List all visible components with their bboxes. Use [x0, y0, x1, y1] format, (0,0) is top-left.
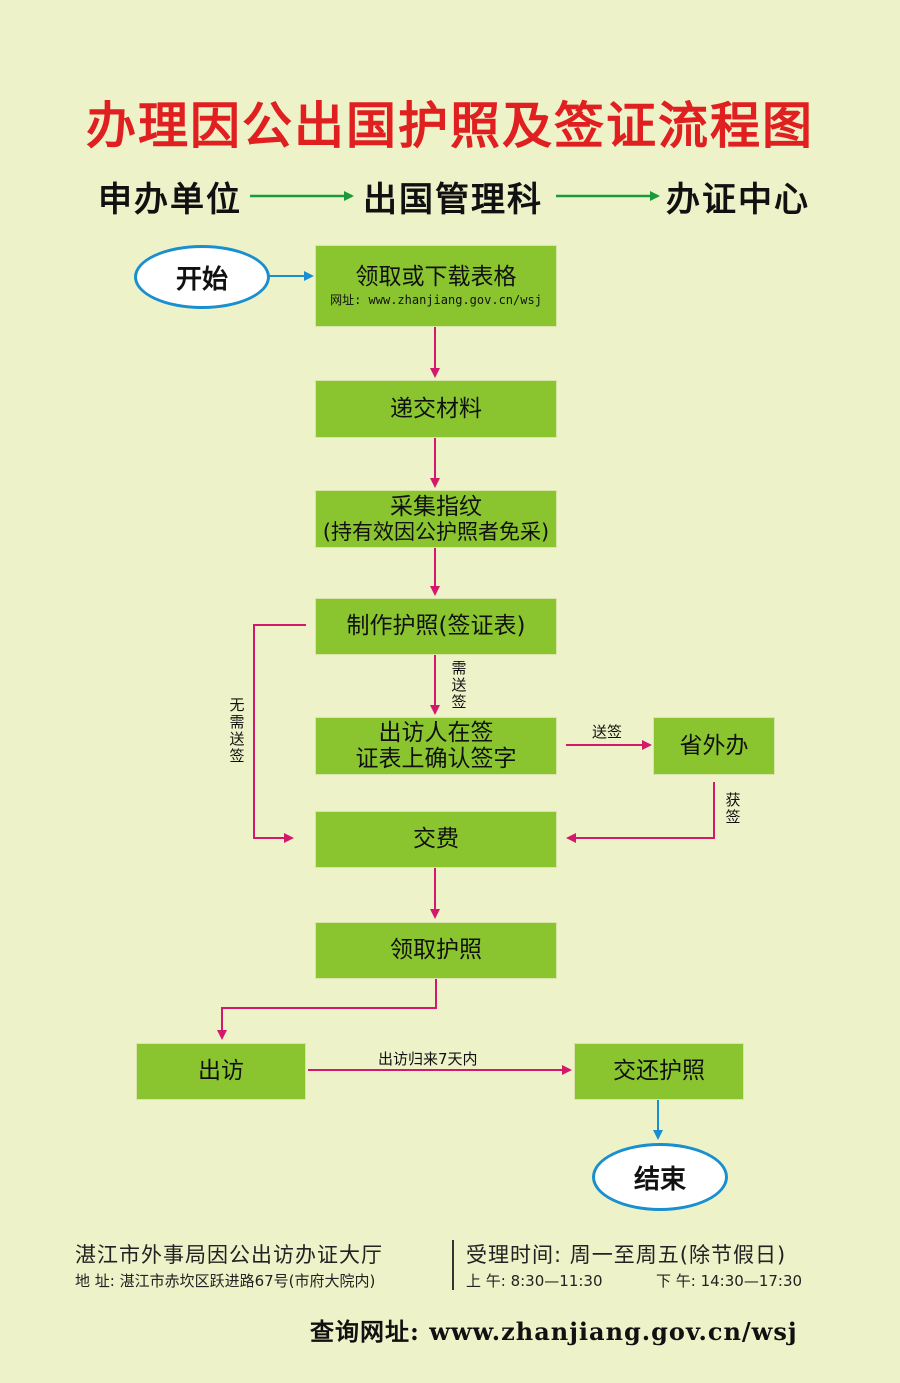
confirm-sign-line1: 出访人在签	[378, 719, 494, 746]
download-url: 网址: www.zhanjiang.gov.cn/wsj	[330, 293, 542, 308]
collect-passport-box: 领取护照	[315, 922, 557, 979]
flow-label-center: 办证中心	[666, 180, 810, 220]
make-passport-box: 制作护照(签证表)	[315, 598, 557, 655]
needs-visa-label: 需送签	[451, 659, 467, 711]
flow-label-office: 出国管理科	[363, 180, 543, 220]
no-visa-label: 无需送签	[229, 696, 245, 765]
end-node: 结束	[592, 1143, 728, 1211]
fingerprint-note: (持有效因公护照者免采)	[322, 520, 550, 545]
footer-morning: 上 午: 8:30—11:30	[466, 1272, 603, 1290]
arrow-collect-to-visit	[217, 979, 437, 1040]
fingerprint-box: 采集指纹 (持有效因公护照者免采)	[315, 490, 557, 548]
arrow-provincial-to-pay	[566, 782, 715, 843]
pay-fee-box: 交费	[315, 811, 557, 868]
return-passport-label: 交还护照	[613, 1058, 705, 1085]
visa-obtained-label: 获签	[725, 791, 741, 826]
visit-box: 出访	[136, 1043, 306, 1100]
query-url: 查询网址: www.zhanjiang.gov.cn/wsj	[310, 1317, 798, 1346]
provincial-office-label: 省外办	[679, 732, 749, 759]
download-form-box: 领取或下载表格 网址: www.zhanjiang.gov.cn/wsj	[315, 245, 557, 327]
pay-fee-label: 交费	[413, 826, 459, 853]
footer-address: 地 址: 湛江市赤坎区跃进路67号(市府大院内)	[75, 1272, 376, 1290]
fingerprint-label: 采集指纹	[390, 493, 482, 520]
visit-label: 出访	[198, 1058, 244, 1085]
arrow-no-visa-to-pay	[253, 624, 306, 843]
start-node: 开始	[134, 245, 270, 309]
make-passport-label: 制作护照(签证表)	[346, 613, 526, 640]
submit-materials-label: 递交材料	[390, 395, 482, 422]
download-form-label: 领取或下载表格	[355, 263, 517, 290]
collect-passport-label: 领取护照	[390, 937, 482, 964]
footer-hours-title: 受理时间: 周一至周五(除节假日)	[466, 1243, 787, 1267]
return-within-label: 出访归来7天内	[378, 1050, 478, 1068]
footer-hall: 湛江市外事局因公出访办证大厅	[75, 1243, 383, 1267]
return-passport-box: 交还护照	[574, 1043, 744, 1100]
submit-materials-box: 递交材料	[315, 380, 557, 438]
provincial-office-box: 省外办	[653, 717, 775, 775]
confirm-sign-line2: 证表上确认签字	[355, 746, 517, 772]
footer-afternoon: 下 午: 14:30—17:30	[656, 1272, 803, 1290]
flow-label-unit: 申办单位	[98, 180, 242, 220]
confirm-sign-box: 出访人在签 证表上确认签字	[315, 717, 557, 775]
page-title: 办理因公出国护照及签证流程图	[86, 97, 814, 155]
send-visa-label: 送签	[592, 723, 623, 741]
